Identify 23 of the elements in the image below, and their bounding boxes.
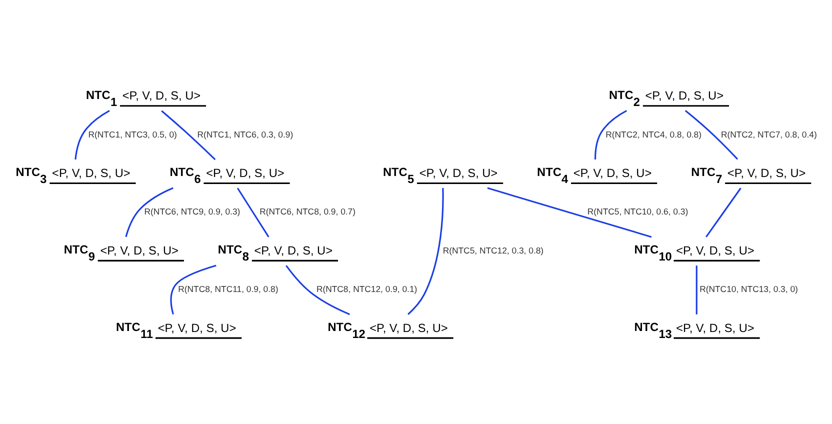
edge-label: R(NTC6, NTC9, 0.9, 0.3) [144, 206, 240, 216]
connector [706, 187, 742, 237]
connector [74, 110, 110, 160]
edge-label: R(NTC1, NTC6, 0.3, 0.9) [197, 128, 294, 139]
connector [487, 186, 652, 238]
connector [170, 264, 216, 314]
connector [594, 110, 628, 160]
connector [236, 187, 270, 237]
edge-label: R(NTC2, NTC4, 0.8, 0.8) [606, 128, 702, 139]
edge-label: R(NTC8, NTC11, 0.9, 0.8) [178, 284, 278, 294]
connector [684, 110, 738, 160]
connector [408, 188, 444, 314]
edge-label: R(NTC10, NTC13, 0.3, 0) [700, 284, 798, 294]
connector [286, 264, 350, 315]
edge-label: R(NTC6, NTC8, 0.9, 0.7) [260, 206, 356, 216]
connector [696, 265, 698, 314]
edge-label: R(NTC5, NTC12, 0.3, 0.8) [442, 244, 544, 255]
edge-label: R(NTC5, NTC10, 0.6, 0.3) [587, 206, 688, 216]
connector [161, 110, 216, 160]
edge-label: R(NTC1, NTC3, 0.5, 0) [88, 128, 177, 139]
connector [125, 186, 174, 237]
edge-label: R(NTC8, NTC12, 0.9, 0.1) [316, 284, 418, 294]
edge-label: R(NTC2, NTC7, 0.8, 0.4) [720, 128, 817, 139]
